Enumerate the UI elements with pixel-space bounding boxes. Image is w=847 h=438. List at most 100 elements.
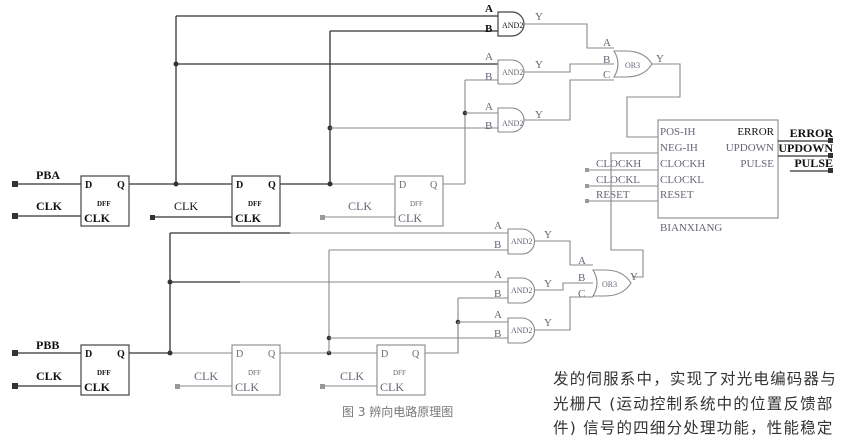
or3-gate-top: OR3 A B C Y	[603, 37, 664, 81]
svg-text:B: B	[603, 54, 610, 66]
svg-text:A: A	[485, 3, 493, 15]
svg-text:Q: Q	[430, 180, 438, 191]
and-gate-top-2: AND2 A B Y	[485, 51, 543, 85]
figure-caption: 图 3 辨向电路原理图	[342, 405, 454, 419]
svg-text:OR3: OR3	[602, 280, 617, 289]
svg-text:Q: Q	[412, 349, 420, 360]
body-text-line-2: 光栅尺 (运动控制系统中的位置反馈部	[553, 395, 834, 413]
svg-text:CLK: CLK	[235, 380, 259, 394]
dff-6: D Q DFF CLK	[376, 344, 426, 396]
output-pulse: PULSE	[794, 156, 833, 170]
svg-text:Y: Y	[544, 229, 552, 241]
svg-text:C: C	[578, 288, 585, 300]
svg-text:D: D	[85, 180, 92, 191]
svg-text:D: D	[236, 349, 243, 360]
svg-text:Q: Q	[117, 349, 125, 360]
bianxiang-block: POS-IH NEG-IH CLOCKH CLOCKL RESET ERROR …	[657, 119, 779, 234]
svg-text:DFF: DFF	[410, 200, 423, 208]
svg-text:AND2: AND2	[511, 326, 532, 335]
pbb-label: PBB	[36, 338, 59, 352]
svg-text:DFF: DFF	[97, 369, 111, 377]
and-gate-top-1: AND2 A B Y	[485, 3, 543, 37]
svg-text:D: D	[381, 349, 388, 360]
svg-text:Y: Y	[535, 59, 543, 71]
svg-text:AND2: AND2	[502, 21, 523, 30]
svg-text:A: A	[603, 37, 611, 49]
clk-label-3: CLK	[348, 199, 372, 213]
dff-3: D Q DFF CLK	[394, 175, 444, 227]
pin-neg-ih: NEG-IH	[660, 142, 698, 154]
svg-text:D: D	[236, 180, 243, 191]
pin-pos-ih: POS-IH	[660, 126, 696, 138]
pba-input-pin	[12, 181, 18, 187]
output-updown: UPDOWN	[778, 141, 833, 155]
svg-text:Q: Q	[268, 349, 276, 360]
svg-text:A: A	[578, 255, 586, 267]
svg-text:DFF: DFF	[248, 369, 261, 377]
svg-text:AND2: AND2	[502, 119, 523, 128]
pin-updown: UPDOWN	[726, 142, 774, 154]
svg-text:Y: Y	[535, 11, 543, 23]
dff-5: D Q DFF CLK	[231, 344, 281, 396]
svg-text:Y: Y	[656, 53, 664, 65]
svg-text:A: A	[485, 51, 493, 63]
svg-text:C: C	[603, 69, 610, 81]
svg-text:CLK: CLK	[235, 211, 262, 225]
svg-text:CLK: CLK	[380, 380, 404, 394]
circuit-diagram: PBA CLK D Q DFF CLK CLK D Q DFF CLK CLK …	[12, 3, 834, 396]
clk-label-4: CLK	[36, 369, 63, 383]
body-text-line-1: 发的伺服系中，实现了对光电编码器与	[553, 370, 837, 388]
clk-input-pin	[12, 213, 18, 219]
clk-label-2: CLK	[174, 199, 198, 213]
svg-text:A: A	[494, 309, 502, 321]
svg-text:B: B	[494, 288, 501, 300]
pin-pulse: PULSE	[740, 158, 774, 170]
svg-text:AND2: AND2	[511, 237, 532, 246]
pin-clockl: CLOCKL	[660, 174, 704, 186]
svg-text:B: B	[485, 120, 492, 132]
svg-text:A: A	[494, 269, 502, 281]
svg-text:Q: Q	[117, 180, 125, 191]
dff-4: D Q DFF CLK	[80, 344, 130, 396]
svg-text:B: B	[578, 272, 585, 284]
pin-error: ERROR	[737, 126, 774, 138]
ext-clockh-label: CLOCKH	[596, 158, 641, 170]
output-error: ERROR	[790, 126, 834, 140]
clk-label-6: CLK	[340, 369, 364, 383]
and-gate-bottom-2: AND2 A B Y	[494, 269, 552, 304]
clk-label-5: CLK	[194, 369, 218, 383]
pin-clockh: CLOCKH	[660, 158, 705, 170]
svg-text:DFF: DFF	[248, 200, 262, 208]
svg-text:A: A	[485, 101, 493, 113]
svg-text:B: B	[485, 71, 492, 83]
svg-text:D: D	[85, 349, 92, 360]
svg-text:Y: Y	[544, 278, 552, 290]
svg-text:OR3: OR3	[625, 61, 640, 70]
svg-text:Y: Y	[535, 109, 543, 121]
svg-text:CLK: CLK	[84, 211, 111, 225]
ext-reset-label: RESET	[596, 189, 630, 201]
svg-text:B: B	[494, 328, 501, 340]
and-gate-top-3: AND2 A B Y	[485, 101, 543, 133]
dff-2: D Q DFF CLK	[231, 175, 281, 227]
ext-clockl-label: CLOCKL	[596, 174, 640, 186]
and-gate-bottom-3: AND2 A B Y	[494, 309, 552, 344]
svg-text:D: D	[399, 180, 406, 191]
svg-text:AND2: AND2	[511, 286, 532, 295]
svg-text:Y: Y	[544, 317, 552, 329]
clk-label: CLK	[36, 199, 63, 213]
svg-text:DFF: DFF	[393, 369, 406, 377]
svg-text:AND2: AND2	[502, 68, 523, 77]
or3-gate-bottom: OR3 A B C Y	[578, 255, 638, 300]
svg-text:DFF: DFF	[97, 200, 111, 208]
svg-text:B: B	[494, 239, 501, 251]
svg-text:CLK: CLK	[84, 380, 111, 394]
svg-text:CLK: CLK	[398, 211, 422, 225]
pba-label: PBA	[36, 168, 60, 182]
svg-text:Y: Y	[630, 271, 638, 283]
pbb-input-pin	[12, 350, 18, 356]
svg-text:Q: Q	[268, 180, 276, 191]
svg-text:A: A	[494, 220, 502, 232]
svg-text:B: B	[485, 23, 493, 35]
pin-reset: RESET	[660, 189, 694, 201]
